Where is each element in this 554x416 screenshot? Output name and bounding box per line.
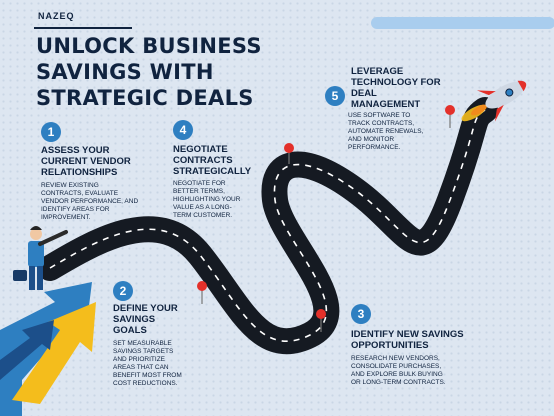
step-3-body-line: and explore bulk buying <box>351 371 443 378</box>
step-2-body-line: AREAS THAT CAN <box>113 364 169 371</box>
step-4-body: Negotiate for better terms, highlighting… <box>173 180 240 220</box>
step-2-heading-line: savings <box>113 314 156 325</box>
step-1-body-line: IDENTIFY AREAS FOR <box>41 206 110 213</box>
step-1-heading-line: CURRENT VENDOR <box>41 156 131 167</box>
step-2-heading-line: Define your <box>113 303 178 314</box>
step-4-body-line: better terms, <box>173 188 225 195</box>
step-5-heading-line: Leverage <box>351 66 404 77</box>
step-5-heading: Leverage technology for deal management <box>351 66 441 110</box>
title-line: SAVINGS WITH <box>36 60 214 84</box>
step-4-number: 4 <box>173 120 193 140</box>
step-4-heading: Negotiate contracts strategically <box>173 144 251 177</box>
step-5-heading-line: technology for <box>351 77 441 88</box>
step-5-number: 5 <box>325 86 345 106</box>
step-2-body-line: SAVINGS TARGETS <box>113 348 174 355</box>
step-1-heading: ASSESS YOUR CURRENT VENDOR RELATIONSHIPS <box>41 145 131 178</box>
step-1-heading-line: ASSESS YOUR <box>41 145 110 156</box>
step-3-heading-line: opportunities <box>351 340 429 351</box>
step-3-heading: Identify new savings opportunities <box>351 329 464 351</box>
step-2-body-line: AND PRIORITIZE <box>113 356 166 363</box>
step-5-body-line: track contracts, <box>348 120 415 127</box>
step-3-body: Research new vendors, consolidate purcha… <box>351 355 446 387</box>
location-pin-icon <box>316 309 326 332</box>
step-3-body-line: consolidate purchases, <box>351 363 442 370</box>
brand-underline <box>34 27 132 29</box>
businessman-icon <box>13 226 68 290</box>
step-1-number: 1 <box>41 122 61 142</box>
location-pin-icon <box>284 143 294 164</box>
location-pin-icon <box>445 105 455 128</box>
step-5-body-line: automate renewals, <box>348 128 424 135</box>
step-4-body-line: highlighting your <box>173 196 241 203</box>
step-2-heading-line: goals <box>113 325 147 336</box>
winding-road <box>37 97 498 355</box>
step-4-heading-line: Negotiate <box>173 144 228 155</box>
step-2-body: SET MEASURABLE SAVINGS TARGETS AND PRIOR… <box>113 340 182 388</box>
step-2-number: 2 <box>113 281 133 301</box>
step-4-body-line: value as a long- <box>173 204 232 211</box>
step-2-body-line: COST REDUCTIONS. <box>113 380 178 387</box>
step-5-body-line: performance. <box>348 144 401 151</box>
page-title: UNLOCK BUSINESS SAVINGS WITH STRATEGIC D… <box>36 33 286 111</box>
step-4-heading-line: strategically <box>173 166 252 177</box>
step-3-body-line: or long-term contracts. <box>351 379 446 386</box>
step-1-body-line: VENDOR PERFORMANCE, AND <box>41 198 139 205</box>
step-1-body: REVIEW EXISTING CONTRACTS, EVALUATE VEND… <box>41 182 138 222</box>
brand-name: NAZEQ <box>38 11 75 21</box>
step-3-heading-line: Identify new savings <box>351 329 464 340</box>
location-pin-icon <box>197 281 207 304</box>
step-4-heading-line: contracts <box>173 155 233 166</box>
step-3-body-line: Research new vendors, <box>351 355 440 362</box>
step-4-body-line: term customer. <box>173 212 233 219</box>
step-2-body-line: SET MEASURABLE <box>113 340 172 347</box>
title-line: UNLOCK BUSINESS <box>36 34 262 58</box>
step-1-body-line: CONTRACTS, EVALUATE <box>41 190 119 197</box>
step-2-body-line: BENEFIT MOST FROM <box>113 372 182 379</box>
step-1-body-line: REVIEW EXISTING <box>41 182 99 189</box>
step-5-heading-line: management <box>351 99 421 110</box>
step-5-body-line: and monitor <box>348 136 395 143</box>
step-1-heading-line: RELATIONSHIPS <box>41 167 118 178</box>
growth-arrow-icon <box>0 282 96 416</box>
step-4-body-line: Negotiate for <box>173 180 226 187</box>
step-3-number: 3 <box>351 304 371 324</box>
title-line: STRATEGIC DEALS <box>36 86 254 110</box>
decorative-pill <box>371 17 554 29</box>
step-2-heading: Define your savings goals <box>113 303 178 336</box>
step-1-body-line: IMPROVEMENT. <box>41 214 91 221</box>
rocket-icon <box>461 80 527 122</box>
step-5-body-line: Use software to <box>348 112 411 119</box>
step-5-heading-line: deal <box>351 88 377 99</box>
step-5-body: Use software to track contracts, automat… <box>348 112 423 152</box>
